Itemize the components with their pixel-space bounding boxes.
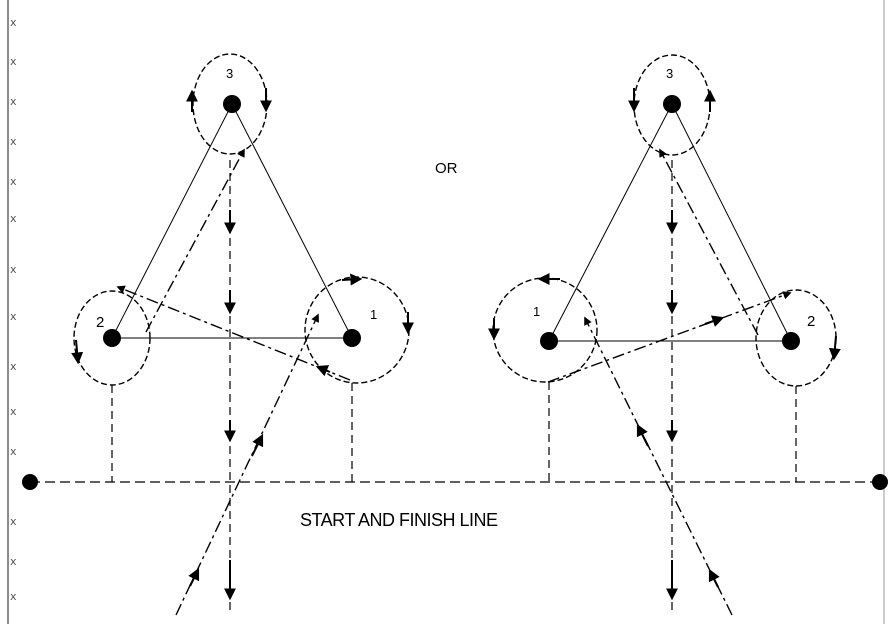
margin-mark-l6: x: [10, 212, 17, 225]
right-triangle-3-1: [548, 103, 673, 342]
right-barrel-2: [782, 332, 800, 350]
right-arrow-entry-1: [708, 568, 720, 588]
margin-mark-l14: x: [10, 590, 17, 603]
right-barrel-1: [540, 332, 558, 350]
right-barrel-3: [663, 95, 681, 113]
left-triangle-3-1: [231, 103, 353, 339]
left-triangle-3-2: [111, 103, 233, 339]
or-label: OR: [435, 160, 458, 177]
left-barrel-1-number: 1: [370, 307, 378, 322]
start-finish-label: START AND FINISH LINE: [300, 510, 498, 530]
right-barrel-1-number: 1: [533, 304, 541, 319]
right-path-2-to-3: [659, 148, 759, 336]
right-arrow-1-to-2: [704, 315, 725, 327]
right-path-entry: [584, 316, 733, 616]
right-barrel-3-number: 3: [666, 66, 674, 81]
right-barrel-2-number: 2: [807, 313, 816, 330]
left-barrel-3: [223, 95, 241, 113]
right-arrow-entry-2: [636, 423, 649, 447]
left-arrow-1-to-2: [315, 365, 331, 377]
margin-mark-l1: x: [10, 16, 17, 29]
margin-mark-l9: x: [10, 360, 17, 373]
right-pattern: [488, 54, 841, 616]
margin-mark-l5: x: [10, 175, 17, 188]
margin-mark-l11: x: [10, 445, 17, 458]
right-triangle-3-2: [671, 103, 792, 342]
margin-mark-l13: x: [10, 555, 17, 568]
margin-mark-l12: x: [10, 515, 17, 528]
left-barrel-3-number: 3: [226, 66, 234, 81]
left-barrel-1: [343, 329, 361, 347]
left-barrel-2-number: 2: [96, 314, 105, 331]
start-marker-left: [22, 474, 38, 490]
right-arrow-barrel2-right: [828, 335, 841, 361]
left-path-1-to-2: [116, 285, 351, 381]
right-circle-barrel-1: [492, 277, 598, 383]
left-path-2-to-3: [145, 148, 245, 333]
left-barrel-2: [103, 329, 121, 347]
start-marker-right: [872, 474, 888, 490]
left-arrow-entry-1: [188, 567, 200, 587]
margin-mark-l8: x: [10, 310, 17, 323]
left-arrow-barrel1-top: [341, 273, 363, 286]
left-path-entry: [175, 313, 319, 616]
margin-mark-l7: x: [10, 263, 17, 276]
margin-mark-l10: x: [10, 405, 17, 418]
left-arrow-barrel2-left: [71, 339, 84, 365]
margin-mark-l4: x: [10, 135, 17, 148]
margin-mark-l3: x: [10, 95, 17, 108]
right-path-1-to-2: [547, 291, 792, 383]
margin-mark-l2: x: [10, 55, 17, 68]
left-pattern: [71, 53, 414, 616]
left-arrow-entry-2: [251, 433, 264, 457]
